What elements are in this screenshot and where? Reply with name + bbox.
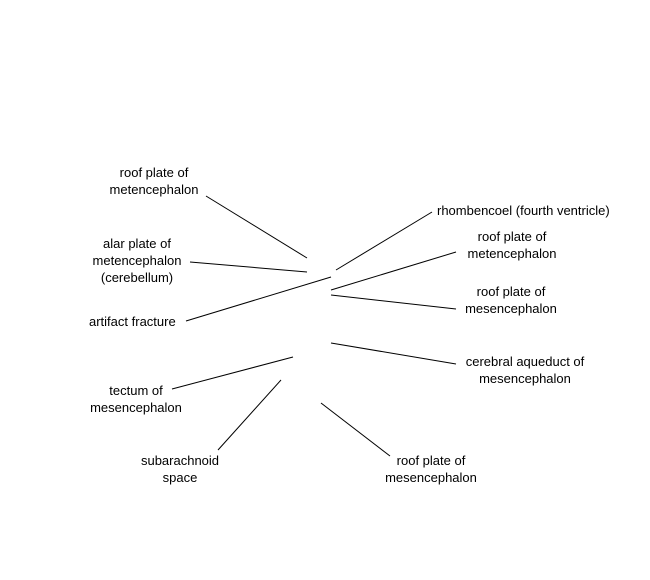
label-rhombencoel: rhombencoel (fourth ventricle) — [437, 203, 610, 218]
label-artifact-fracture: artifact fracture — [89, 314, 176, 329]
label-roof-plate-metencephalon-right: roof plate of metencephalon — [467, 229, 557, 261]
leader-roof-plate-metencephalon-left — [205, 195, 308, 259]
leader-artifact-fracture — [185, 276, 332, 322]
leader-alar-plate-metencephalon — [189, 261, 308, 273]
label-roof-plate-mesencephalon-right: roof plate of mesencephalon — [465, 284, 557, 316]
leader-tectum-mesencephalon — [171, 356, 294, 390]
leader-roof-plate-mesencephalon-right — [330, 294, 457, 310]
leader-rhombencoel — [335, 211, 433, 271]
label-cerebral-aqueduct: cerebral aqueduct of mesencephalon — [465, 354, 585, 386]
label-alar-plate-metencephalon: alar plate of metencephalon (cerebellum) — [92, 236, 182, 285]
leader-roof-plate-mesencephalon-bottom — [320, 402, 391, 457]
label-roof-plate-metencephalon-left: roof plate of metencephalon — [109, 165, 199, 197]
leader-subarachnoid-space — [217, 379, 282, 451]
leader-roof-plate-metencephalon-right — [330, 251, 457, 291]
leader-cerebral-aqueduct — [330, 342, 457, 365]
label-subarachnoid-space: subarachnoid space — [140, 453, 220, 485]
label-tectum-mesencephalon: tectum of mesencephalon — [90, 383, 182, 415]
label-roof-plate-mesencephalon-bottom: roof plate of mesencephalon — [385, 453, 477, 485]
